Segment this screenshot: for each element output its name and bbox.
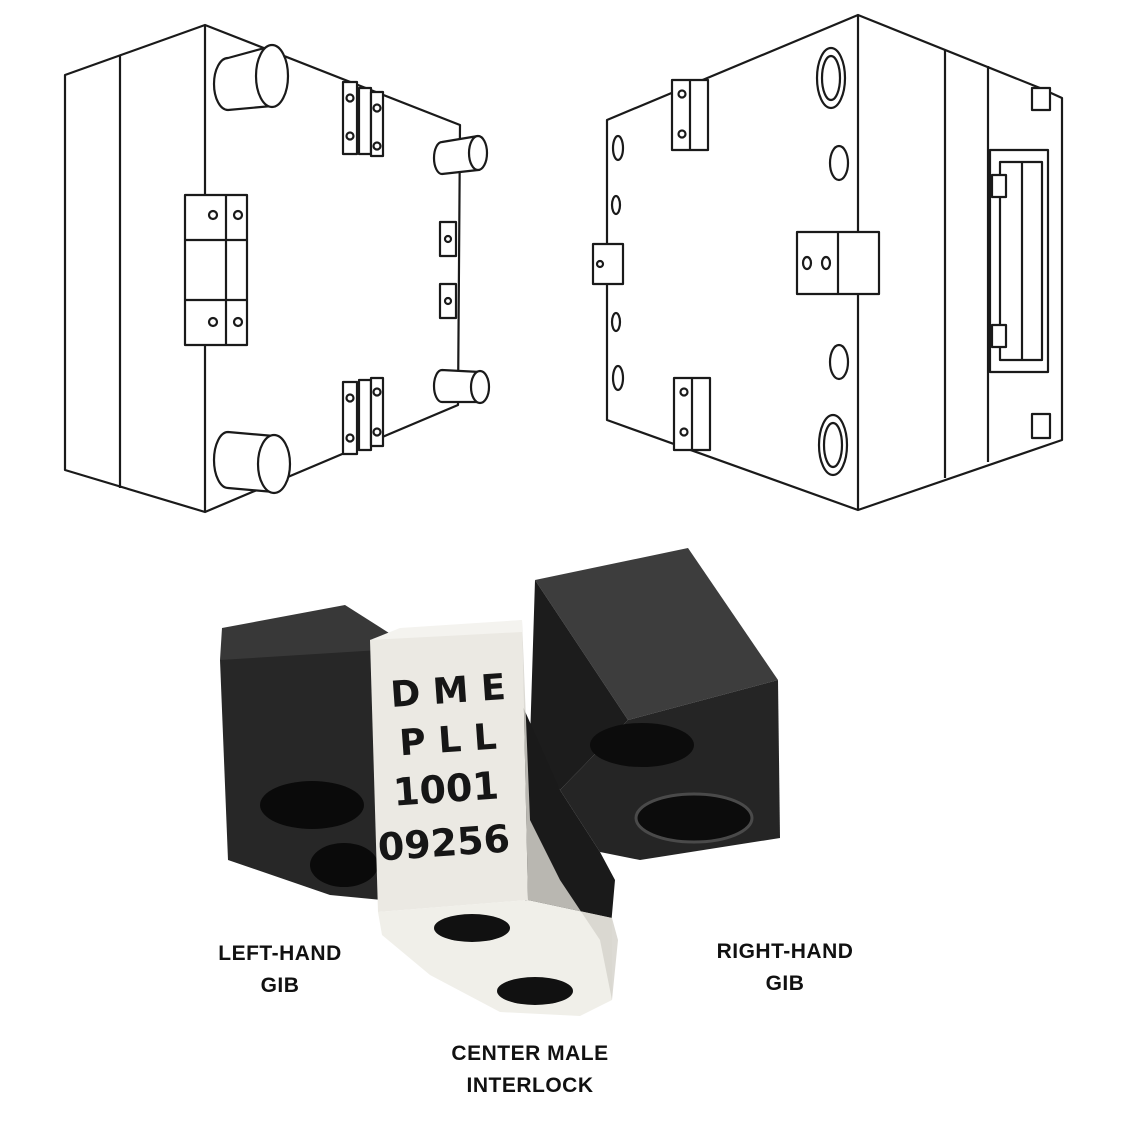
left-hand-gib-caption-line2: GIB <box>260 974 300 997</box>
right-mold-edge-hole-2 <box>612 196 620 214</box>
left-mold-bottom-gib-pair <box>343 378 383 454</box>
interlock-hole-upper <box>434 914 510 942</box>
center-male-interlock: D M E P L L 1001 09256 <box>370 620 618 1016</box>
left-mold-leader-pin-top <box>214 45 288 110</box>
right-mold-edge-interlock <box>593 244 623 284</box>
right-hand-gib-caption-line1: RIGHT-HAND <box>716 940 854 963</box>
center-male-interlock-caption-line1: CENTER MALE <box>451 1042 609 1065</box>
left-mold-leader-pin-bottom <box>214 432 290 493</box>
left-hand-gib <box>220 605 400 900</box>
right-mold-bushing-bottom-inner <box>824 423 842 467</box>
interlock-top-edge <box>370 620 522 640</box>
left-gib-front-face <box>220 650 382 900</box>
right-hand-gib <box>530 548 780 860</box>
right-mold-hole-lower <box>830 345 848 379</box>
right-mold-ejector-opening <box>990 150 1048 372</box>
interlock-hole-lower <box>497 977 573 1005</box>
interlock-photo: D M E P L L 1001 09256 <box>220 548 780 1016</box>
left-hand-gib-caption: LEFT-HAND GIB <box>180 938 380 1002</box>
center-male-interlock-caption: CENTER MALE INTERLOCK <box>400 1038 660 1102</box>
right-mold-bushing-top-inner <box>822 56 840 100</box>
right-mold-half-drawing <box>593 15 1062 510</box>
right-hand-gib-caption-line2: GIB <box>765 972 805 995</box>
left-mold-half-drawing <box>65 25 489 512</box>
right-mold-edge-hole-1 <box>613 136 623 160</box>
left-mold-top-gib-pair <box>343 82 383 156</box>
interlock-marking-line1: D M E <box>389 667 507 716</box>
left-gib-hole-lower <box>310 843 378 887</box>
left-mold-leader-pin-lower-right <box>434 370 489 403</box>
right-gib-hole-lower <box>636 794 752 842</box>
right-mold-edge-hole-4 <box>613 366 623 390</box>
right-mold-edge-hole-3 <box>612 313 620 331</box>
interlock-side-face <box>522 620 618 1000</box>
right-gib-hole-upper <box>590 723 694 767</box>
right-mold-hole-upper <box>830 146 848 180</box>
right-gib-top-face <box>535 548 778 720</box>
left-hand-gib-caption-line1: LEFT-HAND <box>218 942 342 965</box>
left-mold-edge-hole-upper <box>445 236 451 242</box>
left-mold-leader-pin-upper-right <box>434 136 487 174</box>
right-gib-hole-lower-rim <box>634 792 754 844</box>
right-mold-top-gib <box>672 80 708 150</box>
right-mold-bottom-gib <box>674 378 710 450</box>
interlock-marking-line2: P L L <box>398 717 498 765</box>
center-male-interlock-caption-line2: INTERLOCK <box>466 1074 594 1097</box>
right-hand-gib-caption: RIGHT-HAND GIB <box>680 936 890 1000</box>
right-mold-center-interlock <box>797 232 879 294</box>
interlock-marking-line3: 1001 <box>392 763 501 814</box>
interlock-marking-line4: 09256 <box>376 816 511 869</box>
right-mold-notch-bottom <box>1032 414 1050 438</box>
right-mold-notch-top <box>1032 88 1050 110</box>
left-mold-side-interlock <box>185 195 247 345</box>
left-gib-hole-upper <box>260 781 364 829</box>
interlock-front-face <box>370 620 528 912</box>
left-mold-edge-hole-lower <box>445 298 451 304</box>
